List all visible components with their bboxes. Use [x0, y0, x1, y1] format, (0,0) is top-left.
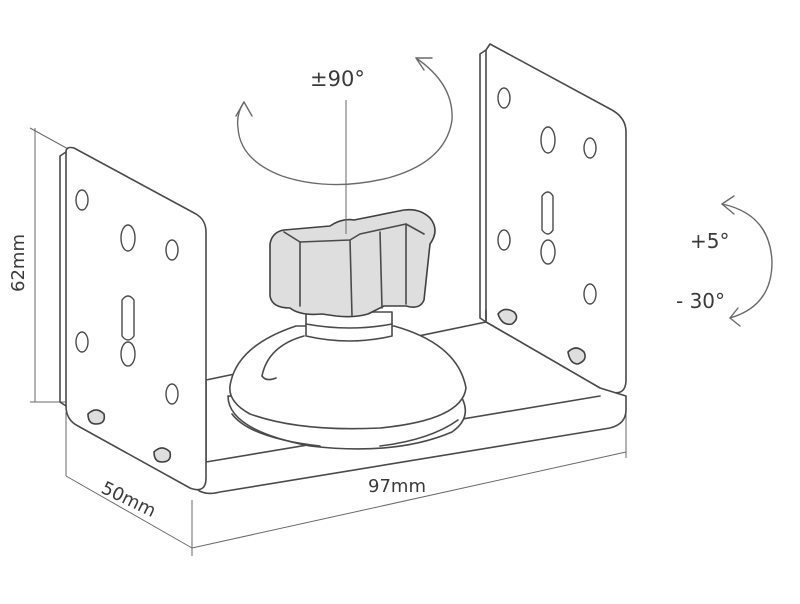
- tilt-down-label: - 30°: [676, 289, 725, 313]
- rotation-label: ±90°: [310, 67, 365, 91]
- plate-hole: [540, 126, 556, 154]
- screw-head: [87, 409, 106, 425]
- left-plate: [59, 146, 207, 491]
- screw-head: [567, 347, 586, 365]
- rotation-indicator: [235, 57, 453, 234]
- plate-slot: [121, 295, 135, 341]
- plate-hole: [120, 224, 136, 252]
- plate-hole: [497, 87, 511, 109]
- plate-hole: [75, 331, 89, 353]
- plate-hole: [165, 239, 179, 261]
- height-dimension-label: 62mm: [8, 234, 29, 292]
- plate-hole: [583, 283, 597, 305]
- plate-hole: [540, 239, 556, 265]
- swivel-mount: [227, 311, 467, 450]
- plate-hole: [583, 137, 597, 159]
- plate-hole: [120, 341, 136, 367]
- width-dimension-label: 97mm: [368, 476, 426, 497]
- plate-hole: [165, 383, 179, 405]
- screw-head: [497, 308, 518, 326]
- plate-hole: [497, 229, 511, 251]
- plate-hole: [75, 189, 89, 211]
- dimension-lines: [29, 127, 627, 556]
- depth-dimension-label: 50mm: [98, 478, 159, 522]
- tilt-up-label: +5°: [690, 229, 729, 253]
- screw-head: [153, 447, 172, 463]
- plate-slot: [541, 191, 554, 235]
- tilt-indicator: [721, 195, 773, 327]
- wing-knob: [269, 208, 436, 318]
- right-plate: [479, 43, 627, 394]
